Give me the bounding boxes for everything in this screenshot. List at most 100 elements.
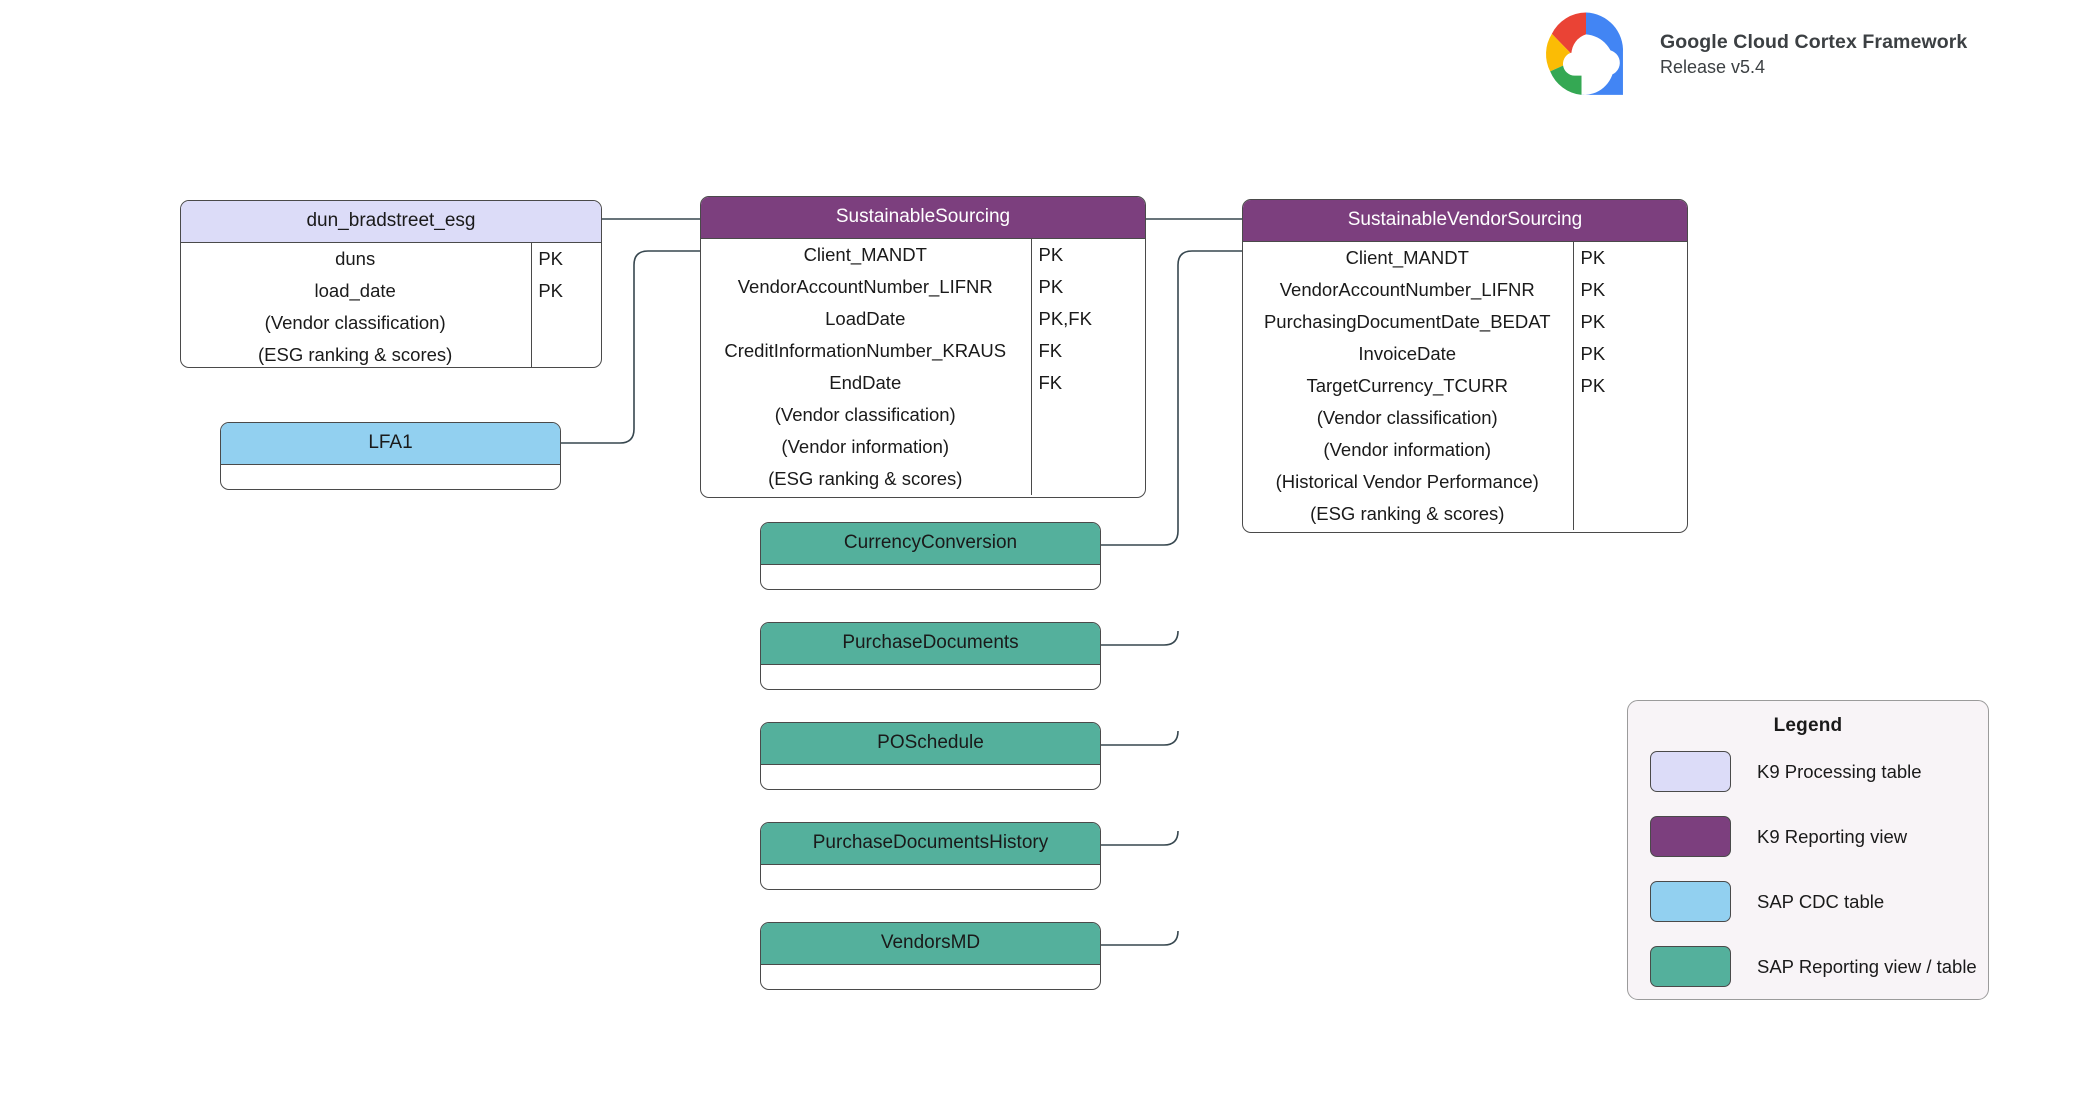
attribute-name: load_date (314, 279, 396, 301)
legend-label: K9 Reporting view (1757, 825, 1908, 847)
edge-POSchedule-to-SustainableVendorSourcing (1101, 730, 1179, 746)
legend-item-k9proc: K9 Processing table (1628, 739, 1988, 804)
attribute-row: (ESG ranking & scores) (181, 339, 601, 367)
attribute-row: (Vendor classification) (1243, 402, 1687, 434)
attribute-row: (Vendor classification) (701, 399, 1145, 431)
attribute-row: load_date PK (181, 275, 601, 307)
attribute-row: (ESG ranking & scores) (1243, 498, 1687, 530)
attribute-name: duns (335, 247, 376, 269)
entity-empty-body (761, 965, 1100, 989)
entity-body-LFA1 (221, 465, 560, 489)
brand-release: Release v5.4 (1660, 56, 1766, 77)
entity-body-CurrencyConversion (761, 565, 1100, 589)
entity-body-PurchaseDocumentsHistory (761, 865, 1100, 889)
attribute-name: LoadDate (825, 307, 906, 329)
legend-label: SAP Reporting view / table (1757, 955, 1977, 977)
entity-empty-body (761, 565, 1100, 589)
brand-header: Google Cloud Cortex Framework Release v5… (1530, 8, 1967, 100)
attribute-name: Client_MANDT (803, 243, 927, 265)
entity-title-CurrencyConversion: CurrencyConversion (761, 523, 1100, 565)
entity-body-POSchedule (761, 765, 1100, 789)
attribute-name: (Vendor classification) (1316, 406, 1498, 428)
edge-PurchaseDocuments-to-SustainableVendorSourcing (1101, 630, 1179, 646)
attribute-row: (Vendor information) (1243, 434, 1687, 466)
attribute-key: FK (1038, 339, 1063, 361)
attribute-row: VendorAccountNumber_LIFNR PK (701, 271, 1145, 303)
attribute-name: TargetCurrency_TCURR (1306, 374, 1508, 396)
attribute-key: PK (1580, 310, 1606, 332)
legend: Legend K9 Processing table K9 Reporting v… (1627, 700, 1989, 1000)
entity-title-PurchaseDocuments: PurchaseDocuments (761, 623, 1100, 665)
entity-empty-body (761, 765, 1100, 789)
entity-title-VendorsMD: VendorsMD (761, 923, 1100, 965)
legend-swatch-sapview (1650, 946, 1731, 987)
attribute-key: PK (1038, 275, 1064, 297)
entity-empty-body (221, 465, 560, 489)
attribute-key: FK (1038, 371, 1063, 393)
entity-title-PurchaseDocumentsHistory: PurchaseDocumentsHistory (761, 823, 1100, 865)
attribute-row: LoadDate PK,FK (701, 303, 1145, 335)
attribute-key: PK (1580, 374, 1606, 396)
legend-swatch-k9proc (1650, 751, 1731, 792)
attribute-name: Client_MANDT (1345, 246, 1469, 268)
attribute-row: (Vendor information) (701, 431, 1145, 463)
legend-item-sapcdc: SAP CDC table (1628, 869, 1988, 934)
attribute-name: (ESG ranking & scores) (1310, 502, 1505, 524)
attribute-row: PurchasingDocumentDate_BEDAT PK (1243, 306, 1687, 338)
attribute-name: (Vendor information) (1323, 438, 1492, 460)
attribute-name: (Vendor classification) (774, 403, 956, 425)
entity-title-SustainableSourcing: SustainableSourcing (701, 197, 1145, 239)
attribute-name: VendorAccountNumber_LIFNR (1279, 278, 1535, 300)
attribute-name: (ESG ranking & scores) (768, 467, 963, 489)
attribute-name: PurchasingDocumentDate_BEDAT (1263, 310, 1551, 332)
attribute-name: (ESG ranking & scores) (257, 343, 453, 365)
entity-PurchaseDocumentsHistory[interactable]: PurchaseDocumentsHistory (760, 822, 1101, 890)
brand-title: Google Cloud Cortex Framework (1660, 30, 1968, 53)
entity-title-LFA1: LFA1 (221, 423, 560, 465)
legend-label: K9 Processing table (1757, 760, 1922, 782)
attribute-key: PK,FK (1038, 307, 1092, 329)
attribute-name: (Vendor information) (781, 435, 950, 457)
attribute-row: (Vendor classification) (181, 307, 601, 339)
legend-swatch-k9view (1650, 816, 1731, 857)
attribute-key: PK (538, 279, 563, 301)
legend-swatch-sapcdc (1650, 881, 1731, 922)
attribute-name: VendorAccountNumber_LIFNR (737, 275, 993, 297)
attribute-row: (ESG ranking & scores) (701, 463, 1145, 495)
entity-title-POSchedule: POSchedule (761, 723, 1100, 765)
attribute-key: PK (538, 247, 563, 269)
attribute-row: CreditInformationNumber_KRAUS FK (701, 335, 1145, 367)
attribute-key: PK (1580, 342, 1606, 364)
attribute-key: PK (1580, 278, 1606, 300)
attribute-row: (Historical Vendor Performance) (1243, 466, 1687, 498)
attribute-row: duns PK (181, 243, 601, 275)
attribute-name: (Historical Vendor Performance) (1275, 470, 1539, 492)
entity-CurrencyConversion[interactable]: CurrencyConversion (760, 522, 1101, 590)
legend-label: SAP CDC table (1757, 890, 1885, 912)
legend-title: Legend (1773, 715, 1843, 736)
entity-title-SustainableVendorSourcing: SustainableVendorSourcing (1243, 200, 1687, 242)
entity-empty-body (761, 665, 1100, 689)
attribute-name: (Vendor classification) (264, 311, 446, 333)
attribute-row: TargetCurrency_TCURR PK (1243, 370, 1687, 402)
google-cloud-logo (1546, 12, 1624, 95)
edge-VendorsMD-to-SustainableVendorSourcing (1101, 930, 1179, 946)
entity-PurchaseDocuments[interactable]: PurchaseDocuments (760, 622, 1101, 690)
entity-LFA1[interactable]: LFA1 (220, 422, 561, 490)
entity-POSchedule[interactable]: POSchedule (760, 722, 1101, 790)
entity-body-PurchaseDocuments (761, 665, 1100, 689)
entity-VendorsMD[interactable]: VendorsMD (760, 922, 1101, 990)
attribute-key: PK (1038, 243, 1064, 265)
attribute-name: CreditInformationNumber_KRAUS (724, 339, 1007, 361)
edge-PurchaseDocumentsHistory-to-SustainableVendorSourcing (1101, 830, 1179, 846)
